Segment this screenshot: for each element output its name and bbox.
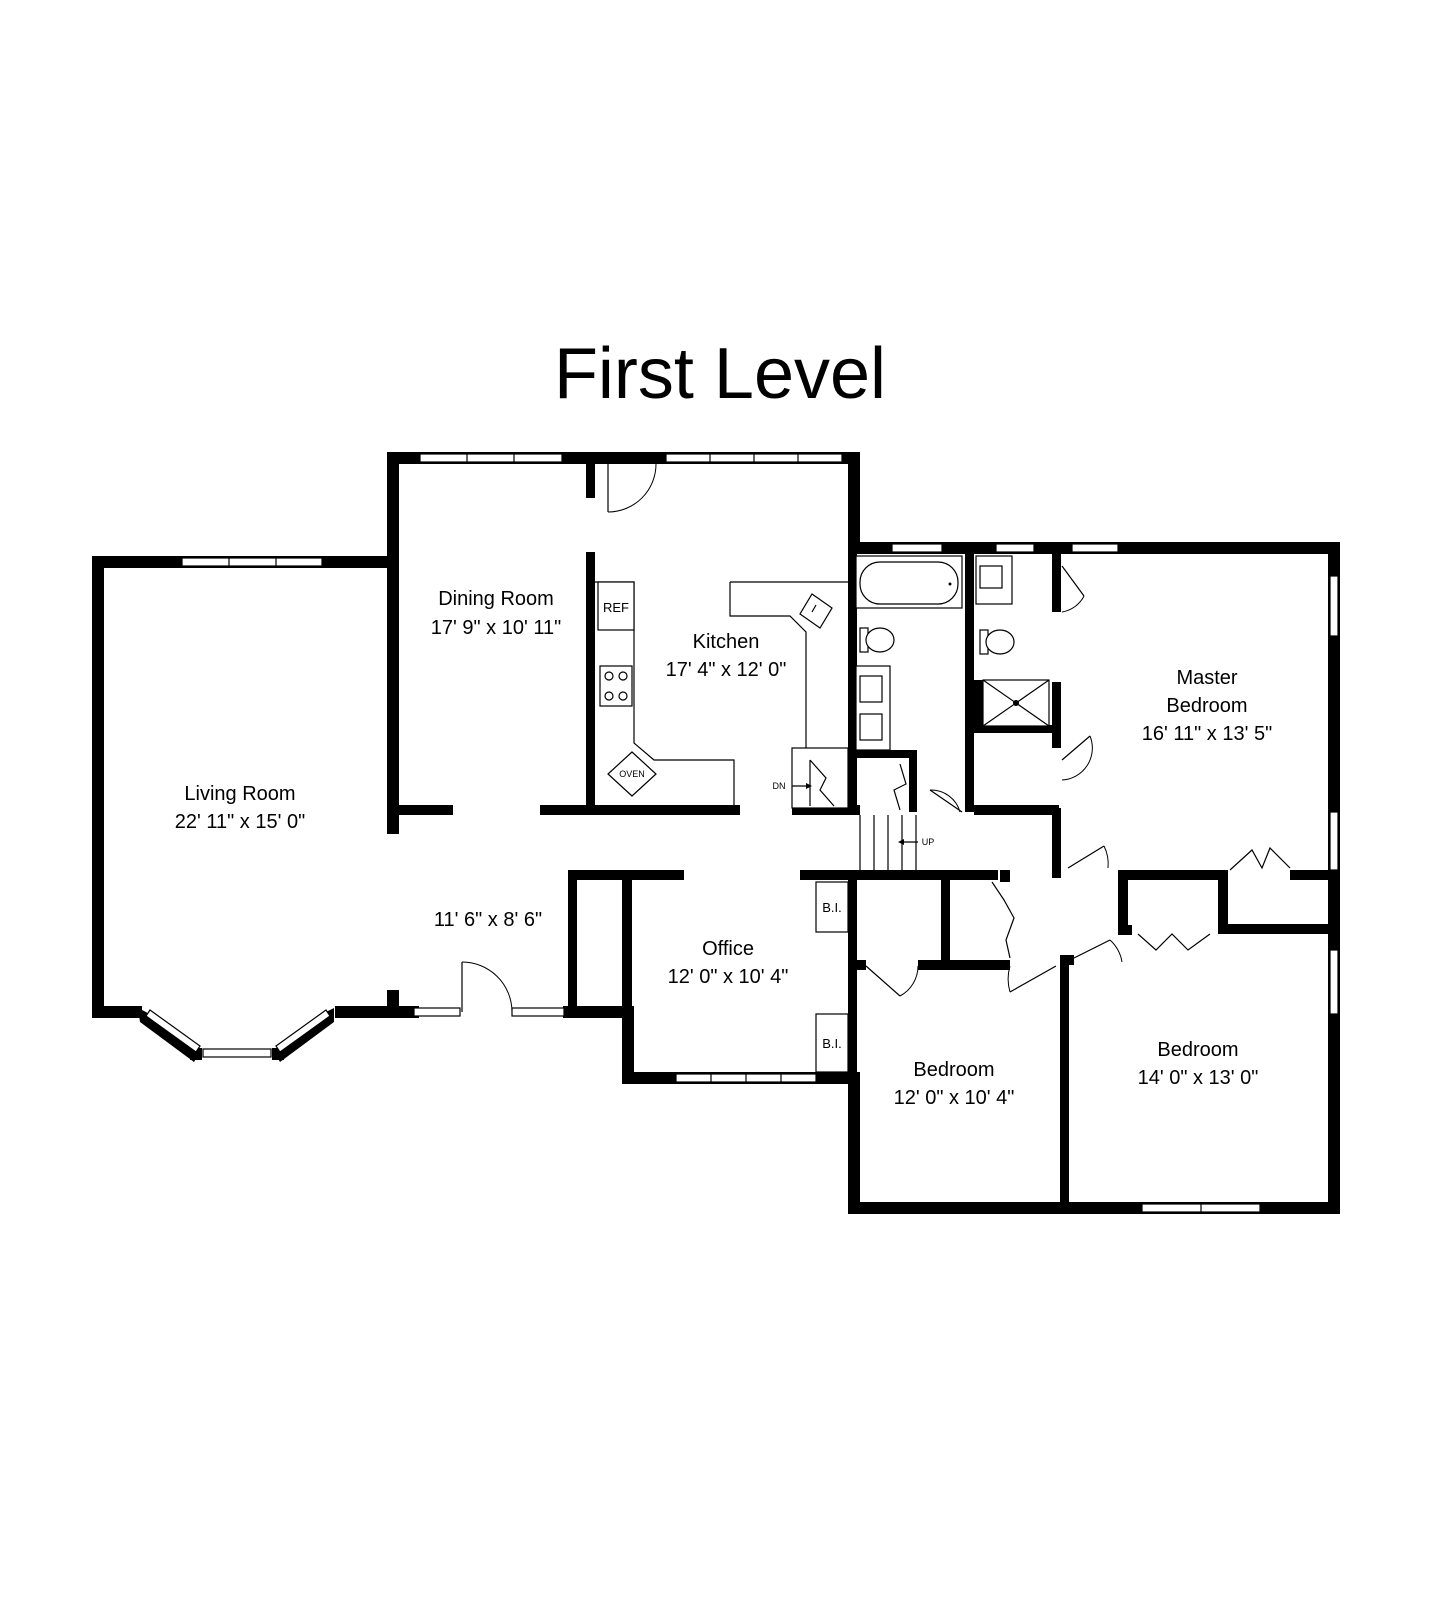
oven-label: OVEN <box>619 769 645 779</box>
bedroom-3-name: Bedroom <box>1157 1039 1238 1061</box>
living-room-name: Living Room <box>184 783 295 805</box>
living-room-dims: 22' 11" x 15' 0" <box>175 811 305 833</box>
kitchen-name: Kitchen <box>693 631 760 653</box>
refrigerator-label: REF <box>603 600 629 615</box>
master-bedroom-dims: 16' 11" x 13' 5" <box>1142 723 1272 745</box>
dining-room-name: Dining Room <box>438 588 554 610</box>
master-bedroom-name-line1: Master <box>1176 667 1237 689</box>
bedroom-2-dims: 12' 0" x 10' 4" <box>894 1087 1015 1109</box>
dining-room-dims: 17' 9" x 10' 11" <box>431 617 561 639</box>
room-labels: Living Room 22' 11" x 15' 0" Dining Room… <box>175 588 1272 1109</box>
bath-fixtures <box>855 555 1050 751</box>
plan-title: First Level <box>554 334 886 414</box>
stove-icon <box>599 665 633 707</box>
master-bedroom-name-line2: Bedroom <box>1166 695 1247 717</box>
sink-icon <box>859 713 883 741</box>
bedroom-3-dims: 14' 0" x 13' 0" <box>1138 1067 1259 1089</box>
built-in-cabinet <box>815 1013 849 1073</box>
windows <box>145 453 1339 1213</box>
built-in-label: B.I. <box>822 1036 842 1051</box>
bedroom-2-name: Bedroom <box>913 1059 994 1081</box>
kitchen-fixtures: REF OVEN DN <box>595 581 849 809</box>
foyer-dims: 11' 6" x 8' 6" <box>434 909 542 931</box>
office-dims: 12' 0" x 10' 4" <box>668 966 789 988</box>
refrigerator-icon <box>597 581 635 631</box>
built-in-label: B.I. <box>822 900 842 915</box>
sink-icon <box>979 565 1003 589</box>
office-name: Office <box>702 938 754 960</box>
sink-icon <box>799 593 833 629</box>
oven-icon <box>607 751 657 797</box>
built-in-cabinet <box>815 881 849 933</box>
stairs-up-label: UP <box>922 837 935 847</box>
bathtub-icon <box>855 555 963 609</box>
sink-icon <box>859 675 883 703</box>
kitchen-dims: 17' 4" x 12' 0" <box>666 659 787 681</box>
interior-walls <box>399 452 1340 1214</box>
door-swing-icons <box>461 463 1291 1013</box>
hall-fixtures: UP B.I. B.I. <box>815 815 935 1073</box>
stairs-down-label: DN <box>773 781 786 791</box>
